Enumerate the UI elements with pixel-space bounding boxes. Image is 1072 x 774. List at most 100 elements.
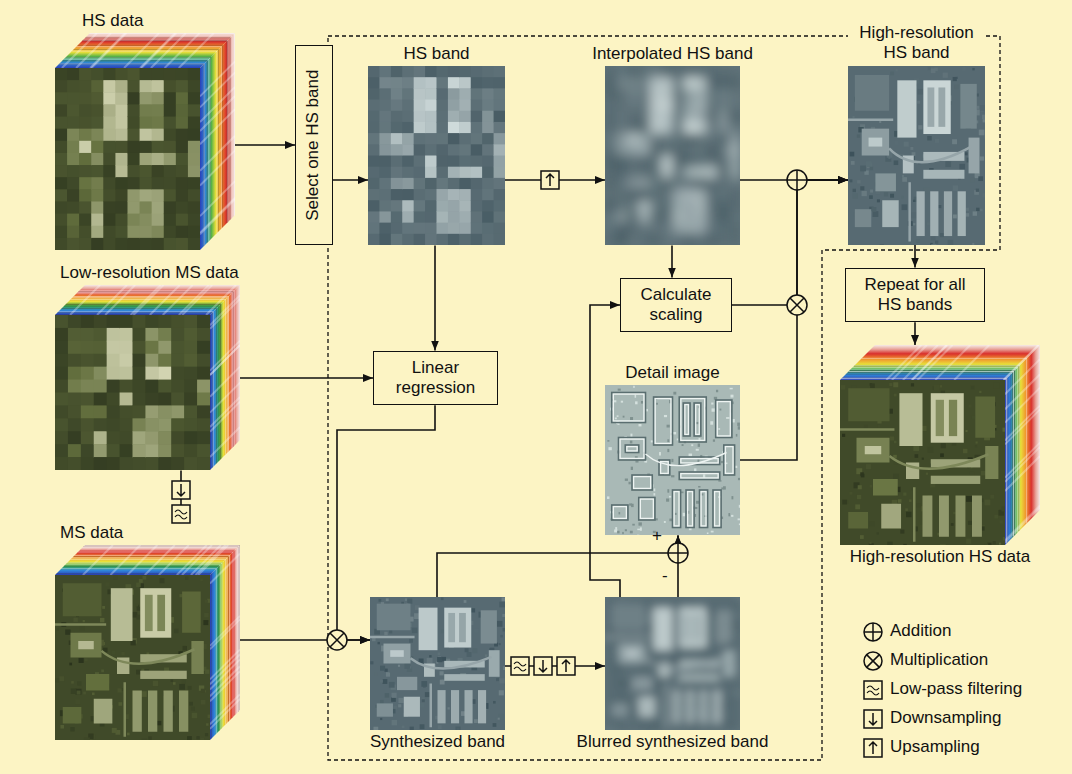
cube-streak: [131, 285, 161, 315]
image-pixel: [639, 100, 651, 112]
cube-streak: [67, 563, 222, 564]
image-pixel: [628, 100, 640, 112]
cube-side: [200, 33, 235, 250]
image-pixel: [650, 201, 662, 213]
image-pixel: [437, 66, 449, 78]
image-content: [605, 66, 740, 245]
image-pixel: [616, 201, 628, 213]
image-pixel: [482, 234, 494, 245]
image-texture: [505, 683, 506, 686]
image-pixel: [628, 111, 640, 123]
image-pixel: [188, 105, 201, 118]
image-pixel: [55, 393, 68, 406]
image-pixel: [402, 223, 414, 235]
cube-streak: [105, 285, 135, 315]
image-texture: [869, 195, 873, 199]
op-box: [172, 505, 190, 523]
image-pixel: [639, 167, 651, 179]
image-texture: [739, 524, 740, 526]
image-texture: [898, 499, 902, 503]
image-pixel: [120, 328, 133, 341]
image-pixel: [706, 178, 718, 190]
image-texture: [410, 727, 414, 730]
image-road: [848, 119, 971, 241]
image-pixel: [140, 202, 153, 215]
image-pixel: [706, 122, 718, 134]
image-pixel: [368, 223, 380, 235]
image-pixel: [391, 134, 403, 146]
image-texture: [472, 648, 477, 653]
image-texture: [877, 199, 880, 202]
image-texture: [728, 723, 732, 727]
image-pixel: [684, 212, 696, 224]
image-pixel: [94, 328, 107, 341]
image-pixel: [718, 100, 730, 112]
image-texture: [380, 680, 383, 683]
image-texture: [196, 736, 199, 739]
image-pixel: [67, 93, 80, 106]
image-pixel: [67, 81, 80, 94]
image-texture: [629, 482, 631, 485]
image-pixel: [67, 190, 80, 203]
image-pixel: [448, 189, 460, 201]
image-texture: [730, 388, 733, 390]
image-pixel: [368, 201, 380, 213]
image-texture: [972, 416, 975, 419]
image-pixel: [55, 354, 68, 367]
image-pixel: [673, 156, 685, 168]
image-texture: [966, 213, 970, 217]
image-pixel: [145, 406, 158, 419]
image-pixel: [448, 122, 460, 134]
image-pixel: [176, 105, 189, 118]
cube-streak: [886, 345, 921, 380]
image-pixel: [81, 354, 94, 367]
image-pixel: [391, 89, 403, 101]
image-pixel: [152, 226, 165, 239]
image-pixel: [171, 328, 184, 341]
image-pixel: [425, 223, 437, 235]
lowpass-symbol: [172, 505, 190, 523]
image-pixel: [706, 201, 718, 213]
edge-detail: [639, 498, 655, 521]
image-pixel: [68, 457, 81, 470]
image-pixel: [184, 315, 197, 328]
image-texture: [467, 652, 472, 657]
image-pixel: [79, 117, 92, 130]
image-pixel: [115, 141, 128, 154]
image-texture: [84, 738, 90, 741]
image-pixel: [379, 145, 391, 157]
image-pixel: [164, 190, 177, 203]
image-texture: [105, 583, 109, 587]
image-texture: [409, 639, 413, 643]
image-pixel: [197, 393, 210, 406]
image-texture: [849, 179, 852, 182]
image-texture: [940, 233, 944, 237]
image-pixel: [103, 178, 116, 191]
image-pixel: [729, 78, 740, 90]
cube-streak: [210, 427, 240, 457]
image-pixel: [140, 214, 153, 227]
image-pixel: [171, 354, 184, 367]
image-pixel: [67, 105, 80, 118]
image-pixel: [158, 315, 171, 328]
image-texture: [927, 222, 930, 225]
image-pixel: [718, 89, 730, 101]
image-texture: [890, 436, 894, 440]
image-pixel: [706, 212, 718, 224]
image-texture: [993, 541, 996, 544]
image-pixel: [718, 111, 730, 123]
image-pixel: [437, 212, 449, 224]
image-pixel: [448, 145, 460, 157]
image-texture: [669, 519, 672, 522]
image-pixel: [158, 457, 171, 470]
cube-streak: [179, 285, 209, 315]
image-content: [840, 380, 1007, 545]
image-texture: [499, 678, 504, 683]
image-texture: [893, 382, 898, 387]
connector: [914, 322, 916, 345]
image-pixel: [706, 134, 718, 146]
image-pixel: [140, 226, 153, 239]
image-texture: [671, 476, 674, 478]
image-texture: [1002, 428, 1006, 432]
image-pixel: [81, 367, 94, 380]
